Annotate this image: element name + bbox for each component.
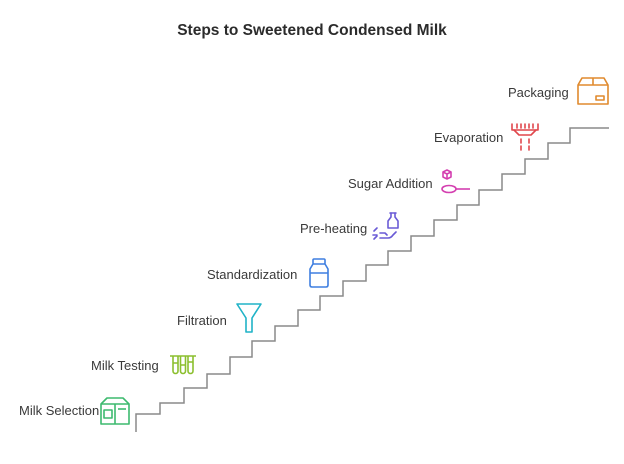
test-tubes-icon — [170, 355, 196, 375]
step-label-standardization: Standardization — [207, 267, 298, 282]
funnel-icon — [236, 303, 262, 333]
evaporator-icon — [511, 123, 539, 151]
step-label-evaporation: Evaporation — [434, 130, 504, 145]
milk-carton-icon — [100, 397, 130, 425]
step-label-sugar-addition: Sugar Addition — [348, 176, 433, 191]
diagram-title: Steps to Sweetened Condensed Milk — [177, 22, 447, 39]
staircase-line — [135, 127, 609, 432]
milk-bottle-icon — [309, 258, 329, 288]
step-label-milk-testing: Milk Testing — [91, 358, 159, 373]
package-box-icon — [577, 77, 609, 105]
sugar-spoon-icon — [441, 169, 470, 194]
step-label-milk-selection: Milk Selection — [19, 403, 100, 418]
step-label-filtration: Filtration — [177, 313, 227, 328]
step-label-pre-heating: Pre-heating — [300, 221, 368, 236]
step-label-packaging: Packaging — [508, 85, 569, 100]
heating-flask-icon — [372, 212, 399, 240]
